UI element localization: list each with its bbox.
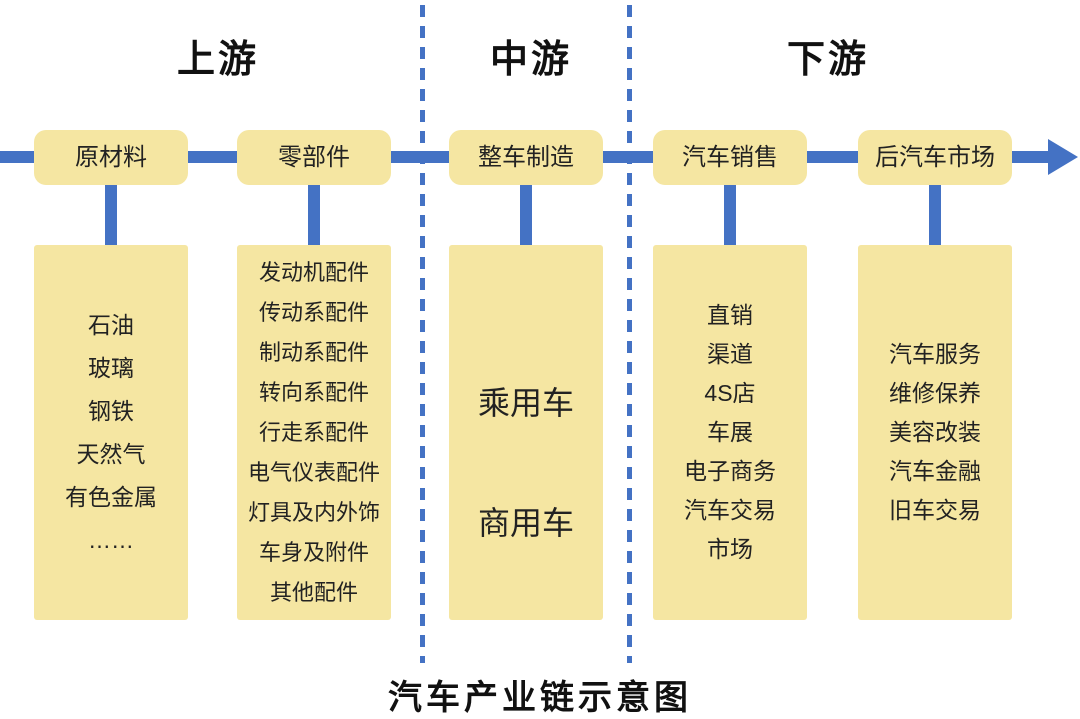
detail-box-auto-sales: 直销 渠道 4S店 车展 电子商务 汽车交易 市场 — [653, 245, 807, 620]
arrow-right-icon — [1048, 139, 1078, 175]
list-item: 汽车交易 — [684, 497, 776, 523]
section-label-downstream: 下游 — [786, 39, 869, 81]
list-item: …… — [88, 526, 134, 553]
connector-raw-materials — [105, 185, 117, 246]
list-item: 乘用车 — [477, 385, 574, 421]
list-item: 车身及附件 — [258, 539, 369, 565]
section-label-midstream: 中游 — [489, 39, 572, 81]
section-label-upstream: 上游 — [176, 39, 259, 81]
node-parts: 零部件 — [237, 130, 391, 185]
list-item: 直销 — [707, 302, 753, 328]
node-aftermarket: 后汽车市场 — [858, 130, 1012, 185]
list-item: 钢铁 — [88, 397, 134, 424]
dashed-separator-upstream-midstream — [420, 5, 425, 663]
node-auto-sales: 汽车销售 — [653, 130, 807, 185]
list-item: 电子商务 — [684, 458, 776, 484]
list-item: 石油 — [88, 311, 134, 338]
list-item: 转向系配件 — [258, 379, 369, 405]
connector-parts — [308, 185, 320, 246]
dashed-separator-midstream-downstream — [627, 5, 632, 663]
list-item: 渠道 — [707, 341, 753, 367]
list-item: 玻璃 — [88, 354, 134, 381]
list-item: 4S店 — [704, 380, 756, 406]
list-item: 旧车交易 — [889, 497, 981, 523]
list-item: 制动系配件 — [258, 339, 369, 365]
detail-box-raw-materials: 石油 玻璃 钢铁 天然气 有色金属 …… — [34, 245, 188, 620]
list-item: 发动机配件 — [258, 259, 369, 285]
list-item: 传动系配件 — [258, 299, 369, 325]
connector-auto-sales — [724, 185, 736, 246]
detail-box-parts: 发动机配件 传动系配件 制动系配件 转向系配件 行走系配件 电气仪表配件 灯具及… — [237, 245, 391, 620]
list-item: 灯具及内外饰 — [247, 499, 380, 525]
list-item: 汽车金融 — [889, 458, 981, 484]
diagram-title: 汽车产业链示意图 — [388, 679, 692, 717]
node-raw-materials: 原材料 — [34, 130, 188, 185]
list-item: 维修保养 — [889, 380, 981, 406]
detail-box-aftermarket: 汽车服务 维修保养 美容改装 汽车金融 旧车交易 — [858, 245, 1012, 620]
list-item: 其他配件 — [269, 579, 358, 605]
list-item: 电气仪表配件 — [247, 459, 380, 485]
node-vehicle-manufacturing: 整车制造 — [449, 130, 603, 185]
list-item: 行走系配件 — [258, 419, 369, 445]
list-item: 商用车 — [477, 505, 574, 541]
connector-vehicle-manufacturing — [520, 185, 532, 246]
connector-aftermarket — [929, 185, 941, 246]
list-item: 天然气 — [76, 440, 146, 467]
list-item: 美容改装 — [889, 419, 981, 445]
list-item: 车展 — [707, 419, 753, 445]
list-item: 市场 — [707, 536, 753, 562]
list-item: 有色金属 — [65, 483, 157, 510]
list-item: 汽车服务 — [889, 341, 981, 367]
detail-box-vehicle-manufacturing: 乘用车 商用车 — [449, 245, 603, 620]
